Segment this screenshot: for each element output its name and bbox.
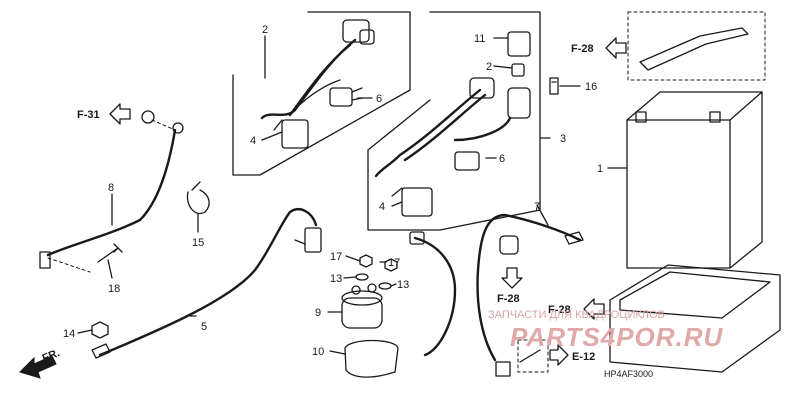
label-part-3: 3 [560,133,566,145]
label-part-18: 18 [108,283,120,295]
watermark-brand: PARTS4POR.RU [510,322,724,352]
ref-f28-top: F-28 [571,43,594,55]
label-part-17-right: 17 [388,257,400,269]
part-8-cable [39,122,184,273]
ref-f28-mid: F-28 [497,293,520,305]
leader-lines [77,35,628,355]
watermark: ЗАПЧАСТИ ДЛЯ КВАДРОЦИКЛОВ PARTS4POR.RU [488,309,724,352]
label-part-17-left: 17 [330,251,342,263]
part-11-connector [507,31,531,57]
ref-fr: FR. [41,347,62,365]
battery-strap-box [627,11,766,81]
label-part-15: 15 [192,237,204,249]
label-part-5: 5 [201,321,207,333]
label-part-4-lower: 4 [379,201,385,213]
part-6-cap-lower [454,151,480,171]
label-part-16: 16 [585,81,597,93]
arrow-f28-mid [501,267,523,289]
arrow-fr [19,355,57,379]
label-part-8: 8 [108,182,114,194]
label-part-6-lower: 6 [499,153,505,165]
battery-tray [609,264,781,373]
ref-f31: F-31 [77,109,100,121]
part-1-battery [626,91,763,269]
bolt-f31 [141,110,176,131]
parts-13-17-nuts [355,254,398,290]
part-15-clamp [186,181,210,215]
part-3-harness-lower [374,31,531,217]
harness-group-box-lower [367,11,541,231]
label-part-10: 10 [312,346,324,358]
arrow-f31 [109,103,131,125]
arrow-f28-top [605,37,627,59]
arrow-e12 [549,344,569,366]
label-part-11: 11 [474,33,485,45]
part-4-boot-lower [401,187,433,217]
part-2-small-clip [511,63,525,77]
part-5-cable [91,208,322,359]
part-6-cap-upper [329,87,353,107]
relay-cable [409,231,457,357]
part-9-relay [341,283,383,329]
part-4-boot-upper [281,119,309,149]
ref-f28-right: F-28 [548,304,571,316]
label-part-13-left: 13 [330,273,342,285]
label-part-9: 9 [315,307,321,319]
label-part-2-lower: 2 [486,61,492,73]
label-part-6-upper: 6 [376,93,382,105]
label-part-13-right: 13 [397,279,409,291]
label-part-1: 1 [597,163,603,175]
arrow-f28-right [583,298,605,320]
part-10-cover [344,339,399,378]
diagram-code: HP4AF3000 [604,369,653,379]
label-part-2-upper: 2 [262,24,268,36]
part-18-bolt [97,243,123,263]
watermark-top-line: ЗАПЧАСТИ ДЛЯ КВАДРОЦИКЛОВ [488,309,665,321]
part-14-nut [91,321,109,339]
ref-e12: E-12 [572,351,595,363]
label-part-7: 7 [534,201,540,213]
part-7-cable [476,213,584,377]
part-2-harness-upper [260,19,375,149]
harness-group-box-upper [232,11,411,176]
part-16-clip [549,77,559,95]
label-part-4-upper: 4 [250,135,256,147]
part-number-labels: 2 11 2 16 6 4 3 6 1 8 4 7 15 17 17 13 13… [63,24,603,358]
label-part-14: 14 [63,328,75,340]
